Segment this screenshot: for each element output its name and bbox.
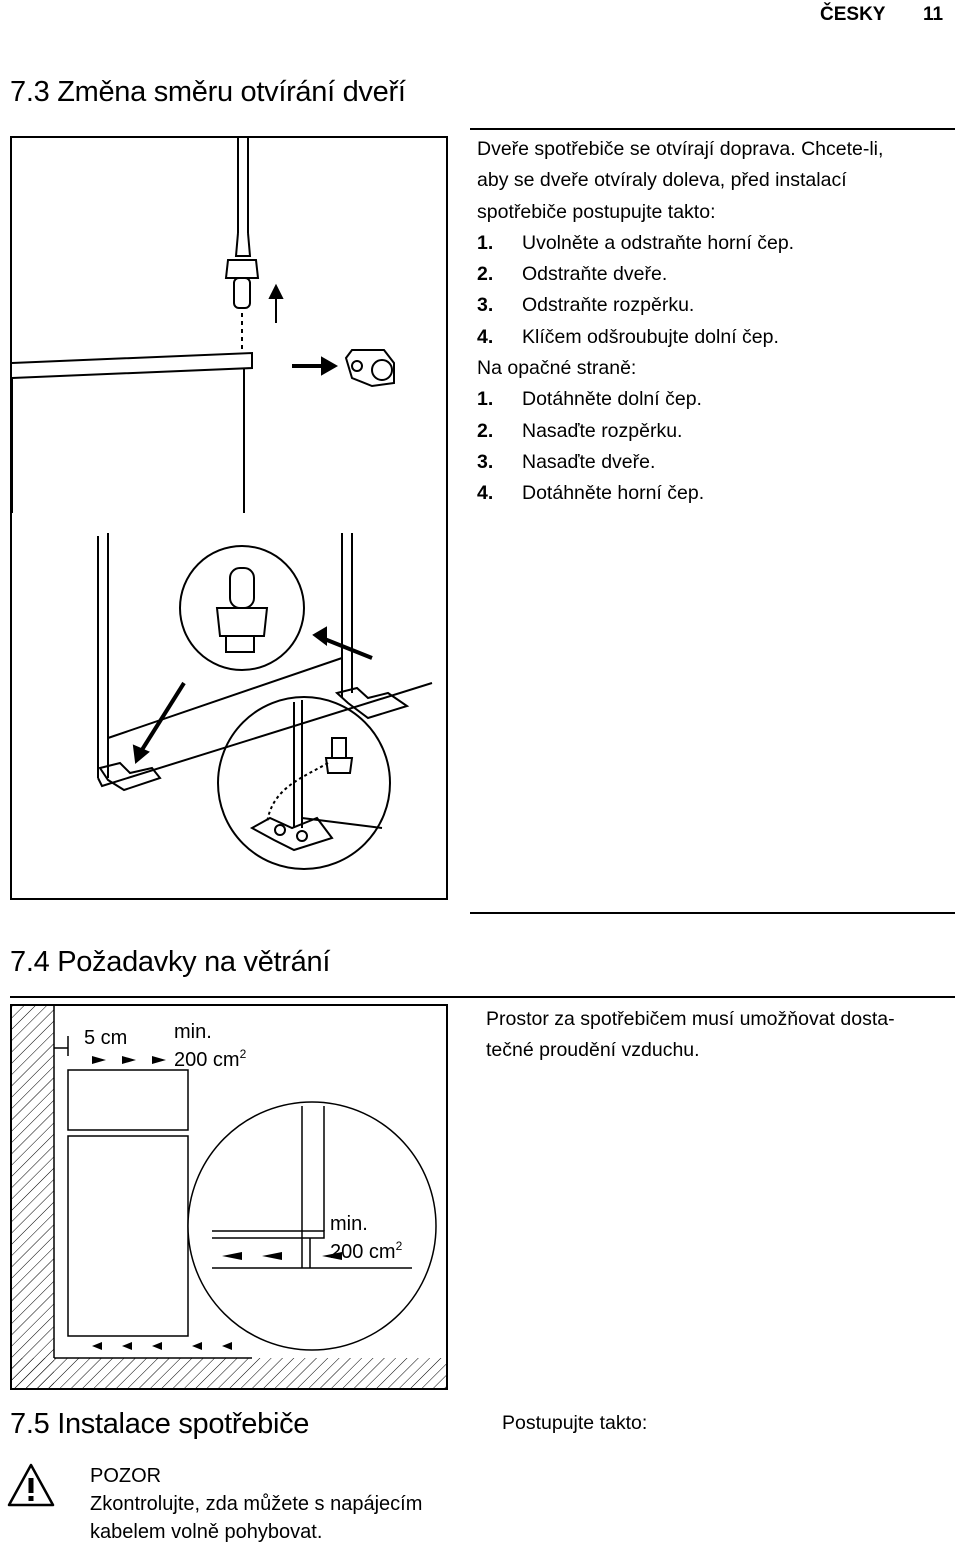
ventilation-figure: 5 cm min. 200 cm2 min. 200 cm2 xyxy=(10,1004,448,1390)
list-item: 1.Dotáhněte dolní čep. xyxy=(477,388,702,411)
removal-steps: 1.Uvolněte a odstraňte horní čep. 2.Odst… xyxy=(477,228,957,353)
ventilation-illustration: 5 cm min. 200 cm2 min. 200 cm2 xyxy=(12,1006,446,1388)
page-number: 11 xyxy=(923,4,944,25)
door-reversal-illustration xyxy=(11,138,433,870)
section-number: 7.3 xyxy=(10,76,50,108)
intro-line: spotřebiče postupujte takto: xyxy=(477,200,716,223)
list-item: 3.Nasaďte dveře. xyxy=(477,450,656,473)
list-item: 1.Uvolněte a odstraňte horní čep. xyxy=(477,231,795,254)
text-line: tečné proudění vzduchu. xyxy=(486,1039,700,1062)
section-title: Změna směru otvírání dveří xyxy=(57,76,406,108)
intro-line: Dveře spotřebiče se otvírají doprava. Ch… xyxy=(477,138,884,160)
list-item: 2.Odstraňte dveře. xyxy=(477,263,668,286)
warning-block: POZOR Zkontrolujte, zda můžete s napájec… xyxy=(90,1462,422,1546)
bottom-vent-area: 200 cm2 xyxy=(330,1239,403,1263)
list-item: 3.Odstraňte rozpěrku. xyxy=(477,294,695,317)
section-7-3-text: Dveře spotřebiče se otvírají doprava. Ch… xyxy=(477,134,957,510)
install-steps: 1.Dotáhněte dolní čep. 2.Nasaďte rozpěrk… xyxy=(477,384,957,509)
other-side-label: Na opačné straně: xyxy=(477,357,637,380)
list-item: 2.Nasaďte rozpěrku. xyxy=(477,419,683,442)
warning-text-line: Zkontrolujte, zda můžete s napájecím xyxy=(90,1493,423,1515)
section-7-5-heading: 7.5 Instalace spotřebiče xyxy=(10,1408,309,1441)
section-7-4-heading: 7.4 Požadavky na větrání xyxy=(10,946,330,979)
section-7-3-heading: 7.3 Změna směru otvírání dveří xyxy=(10,76,406,109)
section-7-4-text: Prostor za spotřebičem musí umožňovat do… xyxy=(486,1004,956,1067)
top-vent-area: 200 cm2 xyxy=(174,1047,247,1071)
door-reversal-figure xyxy=(10,136,448,900)
section-title: Požadavky na větrání xyxy=(57,946,331,978)
bottom-vent-min: min. xyxy=(330,1213,368,1235)
section-title: Instalace spotřebiče xyxy=(57,1408,310,1440)
warning-text-line: kabelem volně pohybovat. xyxy=(90,1521,323,1543)
section-number: 7.5 xyxy=(10,1408,50,1440)
warning-icon xyxy=(7,1463,55,1507)
intro-line: aby se dveře otvíraly doleva, před insta… xyxy=(477,169,847,192)
gap-label: 5 cm xyxy=(84,1027,127,1049)
list-item: 4.Dotáhněte horní čep. xyxy=(477,482,705,505)
divider xyxy=(470,912,955,914)
list-item: 4.Klíčem odšroubujte dolní čep. xyxy=(477,325,779,348)
header-language: ČESKY xyxy=(820,4,886,25)
warning-title: POZOR xyxy=(90,1465,162,1487)
divider xyxy=(10,996,955,998)
divider xyxy=(470,128,955,130)
procedure-label: Postupujte takto: xyxy=(502,1412,648,1434)
top-vent-min: min. xyxy=(174,1021,212,1043)
section-number: 7.4 xyxy=(10,946,50,978)
text-line: Prostor za spotřebičem musí umožňovat do… xyxy=(486,1008,895,1030)
